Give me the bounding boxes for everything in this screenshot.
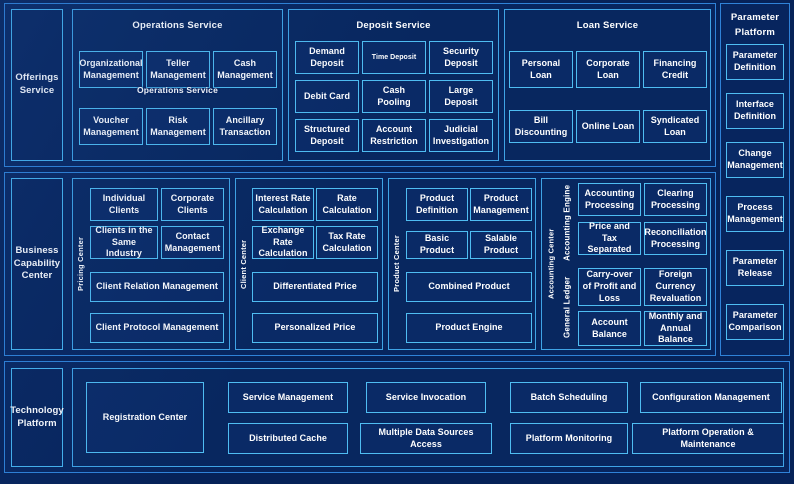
cell-registration-center[interactable]: Registration Center	[86, 382, 204, 453]
cell-personal-loan[interactable]: Personal Loan	[509, 51, 573, 88]
cell-platform-operation-maintenance[interactable]: Platform Operation & Maintenance	[632, 423, 784, 454]
parameter-platform-title-line2: Platform	[734, 27, 776, 38]
cell-distributed-cache[interactable]: Distributed Cache	[228, 423, 348, 454]
cell-change-management[interactable]: Change Management	[726, 142, 784, 178]
cell-online-loan[interactable]: Online Loan	[576, 110, 640, 143]
cell-differentiated-price[interactable]: Differentiated Price	[252, 272, 378, 302]
cell-cash-management[interactable]: Cash Management	[213, 51, 277, 88]
cell-parameter-release[interactable]: Parameter Release	[726, 250, 784, 286]
cell-structured-deposit[interactable]: Structured Deposit	[295, 119, 359, 152]
cell-large-deposit[interactable]: Large Deposit	[429, 80, 493, 113]
vlabel-product-center: Product Center	[392, 235, 401, 293]
cell-debit-card[interactable]: Debit Card	[295, 80, 359, 113]
cell-service-invocation[interactable]: Service Invocation	[366, 382, 486, 413]
cell-personalized-price[interactable]: Personalized Price	[252, 313, 378, 343]
group-title-operations-service-overlay: Operations Service	[136, 85, 219, 95]
cell-syndicated-loan[interactable]: Syndicated Loan	[643, 110, 707, 143]
parameter-platform-title-line1: Parameter	[730, 12, 780, 23]
cell-corporate-clients[interactable]: Corporate Clients	[161, 188, 224, 221]
cell-basic-product[interactable]: Basic Product	[406, 231, 468, 259]
cell-carry-over-profit-loss[interactable]: Carry-over of Profit and Loss	[578, 268, 641, 306]
cell-individual-clients[interactable]: Individual Clients	[90, 188, 158, 221]
group-title-operations-service: Operations Service	[132, 20, 223, 31]
cell-price-and-tax-separated[interactable]: Price and Tax Separated	[578, 221, 641, 255]
offerings-service-label: Offerings Service	[11, 9, 63, 161]
cell-rate-calculation[interactable]: Rate Calculation	[316, 188, 378, 221]
cell-ancillary-transaction[interactable]: Ancillary Transaction	[213, 108, 277, 145]
group-title-loan-service: Loan Service	[576, 20, 639, 31]
cell-clients-same-industry[interactable]: Clients in the Same Industry	[90, 225, 158, 259]
cell-cash-pooling[interactable]: Cash Pooling	[362, 80, 426, 113]
cell-demand-deposit[interactable]: Demand Deposit	[295, 41, 359, 74]
cell-contact-management[interactable]: Contact Management	[161, 226, 224, 259]
vlabel-accounting-center: Accounting Center	[546, 228, 556, 300]
cell-financing-credit[interactable]: Financing Credit	[643, 51, 707, 88]
cell-configuration-management[interactable]: Configuration Management	[640, 382, 782, 413]
cell-client-relation-management[interactable]: Client Relation Management	[90, 272, 224, 302]
cell-exchange-rate-calculation[interactable]: Exchange Rate Calculation	[252, 225, 314, 259]
cell-salable-product[interactable]: Salable Product	[470, 231, 532, 259]
cell-foreign-currency-revaluation[interactable]: Foreign Currency Revaluation	[644, 268, 707, 306]
cell-batch-scheduling[interactable]: Batch Scheduling	[510, 382, 628, 413]
cell-organizational-management[interactable]: Organizational Management	[79, 51, 143, 88]
cell-judicial-investigation[interactable]: Judicial Investigation	[429, 119, 493, 152]
cell-corporate-loan[interactable]: Corporate Loan	[576, 51, 640, 88]
cell-monthly-annual-balance[interactable]: Monthly and Annual Balance	[644, 311, 707, 346]
cell-product-management[interactable]: Product Management	[470, 188, 532, 221]
group-title-deposit-service: Deposit Service	[356, 20, 431, 31]
cell-reconciliation-processing[interactable]: Reconciliation Processing	[644, 222, 707, 255]
cell-accounting-processing[interactable]: Accounting Processing	[578, 183, 641, 216]
cell-parameter-definition[interactable]: Parameter Definition	[726, 44, 784, 80]
business-capability-center-label: Business Capability Center	[11, 178, 63, 350]
cell-service-management[interactable]: Service Management	[228, 382, 348, 413]
cell-account-balance[interactable]: Account Balance	[578, 311, 641, 346]
cell-risk-management[interactable]: Risk Management	[146, 108, 210, 145]
cell-product-engine[interactable]: Product Engine	[406, 313, 532, 343]
cell-parameter-comparison[interactable]: Parameter Comparison	[726, 304, 784, 340]
cell-interest-rate-calculation[interactable]: Interest Rate Calculation	[252, 188, 314, 221]
cell-bill-discounting[interactable]: Bill Discounting	[509, 110, 573, 143]
cell-account-restriction[interactable]: Account Restriction	[362, 119, 426, 152]
cell-security-deposit[interactable]: Security Deposit	[429, 41, 493, 74]
vlabel-pricing-center: Pricing Center	[76, 236, 85, 292]
cell-tax-rate-calculation[interactable]: Tax Rate Calculation	[316, 226, 378, 259]
cell-voucher-management[interactable]: Voucher Management	[79, 108, 143, 145]
cell-client-protocol-management[interactable]: Client Protocol Management	[90, 313, 224, 343]
cell-clearing-processing[interactable]: Clearing Processing	[644, 183, 707, 216]
vlabel-accounting-engine: Accounting Engine	[562, 184, 572, 262]
cell-teller-management[interactable]: Teller Management	[146, 51, 210, 88]
cell-combined-product[interactable]: Combined Product	[406, 272, 532, 302]
technology-platform-label: Technology Platform	[10, 368, 64, 467]
cell-interface-definition[interactable]: Interface Definition	[726, 93, 784, 129]
cell-multiple-data-sources-access[interactable]: Multiple Data Sources Access	[360, 423, 492, 454]
cell-process-management[interactable]: Process Management	[726, 196, 784, 232]
vlabel-client-center: Client Center	[239, 239, 248, 289]
vlabel-general-ledger: General Ledger	[562, 276, 572, 338]
cell-platform-monitoring[interactable]: Platform Monitoring	[510, 423, 628, 454]
cell-time-deposit[interactable]: Time Deposit	[362, 41, 426, 74]
cell-product-definition[interactable]: Product Definition	[406, 188, 468, 221]
